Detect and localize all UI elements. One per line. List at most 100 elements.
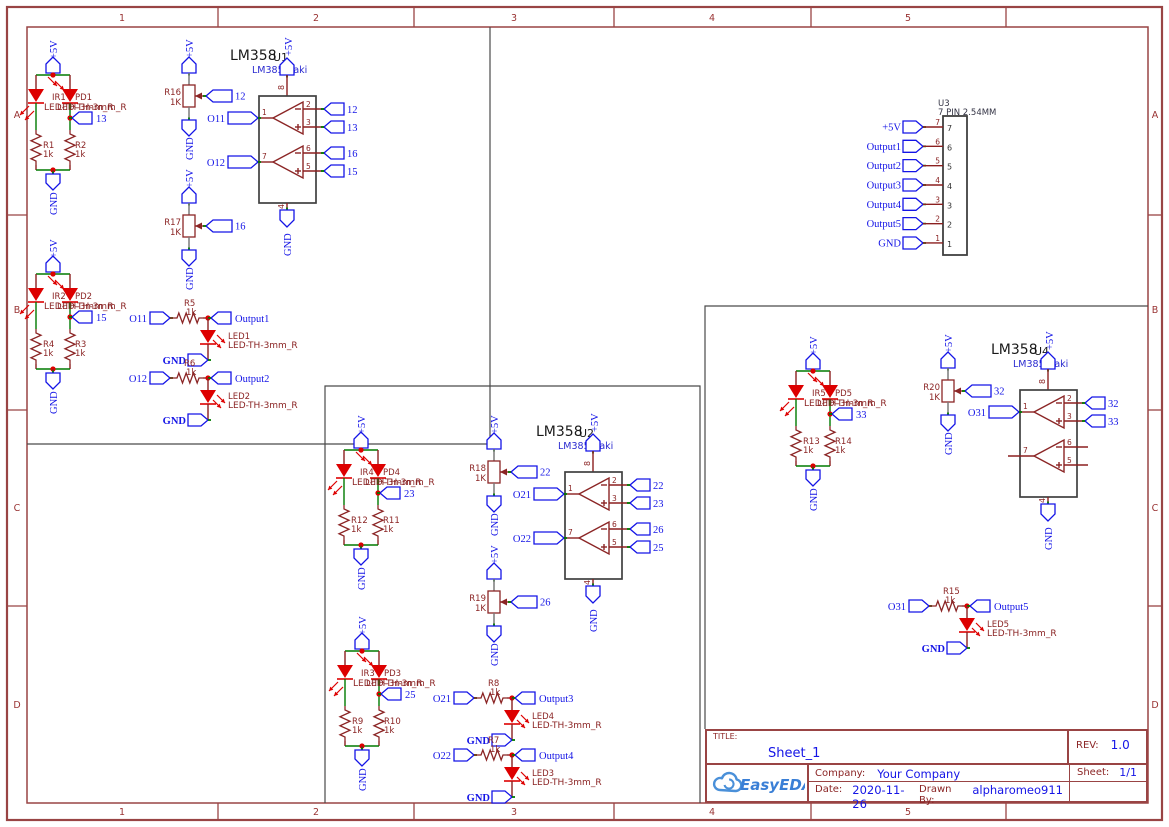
net-flag-O22[interactable] <box>533 531 565 545</box>
led-symbol[interactable] <box>504 767 520 780</box>
net-flag-O12[interactable] <box>227 155 259 169</box>
gnd-flag[interactable] <box>45 372 61 390</box>
gnd-flag[interactable] <box>354 749 370 767</box>
led-symbol[interactable] <box>200 330 216 343</box>
net-flag-25[interactable] <box>629 540 651 554</box>
net-flag-O31[interactable] <box>908 599 930 613</box>
resistor-zigzag[interactable] <box>477 748 507 762</box>
gnd-flag[interactable] <box>491 790 513 804</box>
sheet-title[interactable]: Sheet_1 <box>768 746 821 761</box>
net-flag-O11[interactable] <box>227 111 259 125</box>
pot-body[interactable] <box>487 590 501 614</box>
gnd-flag[interactable] <box>181 119 197 137</box>
ir-led-symbol[interactable] <box>28 288 44 301</box>
resistor-zigzag[interactable] <box>63 130 77 165</box>
gnd-flag[interactable] <box>353 548 369 566</box>
date-value[interactable]: 2020-11-26 <box>852 783 905 811</box>
net-flag-Output4[interactable] <box>514 748 536 762</box>
vcc-flag[interactable] <box>486 432 502 450</box>
net-flag-33[interactable] <box>1084 414 1106 428</box>
net-flag-Output5[interactable] <box>969 599 991 613</box>
net-flag-O22[interactable] <box>453 748 475 762</box>
net-flag-Output4[interactable] <box>902 197 924 211</box>
gnd-flag[interactable] <box>187 353 209 367</box>
vcc-flag[interactable] <box>181 56 197 74</box>
photodiode-symbol[interactable] <box>822 385 838 398</box>
opamp-triangle[interactable] <box>271 144 304 180</box>
resistor-zigzag[interactable] <box>372 706 386 741</box>
resistor-zigzag[interactable] <box>371 505 385 540</box>
rev-value[interactable]: 1.0 <box>1110 738 1130 752</box>
resistor-zigzag[interactable] <box>29 130 43 165</box>
ir-led-symbol[interactable] <box>336 464 352 477</box>
net-flag-Output5[interactable] <box>902 216 924 231</box>
gnd-flag[interactable] <box>279 209 295 228</box>
net-flag-GND[interactable] <box>902 236 924 250</box>
net-flag-23[interactable] <box>629 496 651 510</box>
pot-body[interactable] <box>182 84 196 108</box>
gnd-flag[interactable] <box>940 414 956 432</box>
pot-body[interactable] <box>487 460 501 484</box>
net-flag-Output3[interactable] <box>902 178 924 192</box>
resistor-zigzag[interactable] <box>29 329 43 364</box>
resistor-zigzag[interactable] <box>173 311 203 325</box>
net-flag-O31[interactable] <box>988 405 1020 419</box>
net-flag-32[interactable] <box>1084 396 1106 410</box>
company-value[interactable]: Your Company <box>877 767 961 781</box>
resistor-zigzag[interactable] <box>173 371 203 385</box>
net-flag-26[interactable] <box>629 522 651 536</box>
net-flag-32[interactable] <box>964 384 992 398</box>
photodiode-symbol[interactable] <box>371 665 387 678</box>
net-flag-23[interactable] <box>379 486 401 500</box>
ir-led-symbol[interactable] <box>337 665 353 678</box>
resistor-zigzag[interactable] <box>337 505 351 540</box>
opamp-triangle[interactable] <box>1032 394 1065 430</box>
net-flag-25[interactable] <box>380 687 402 701</box>
net-flag-Output1[interactable] <box>210 311 232 325</box>
photodiode-symbol[interactable] <box>370 464 386 477</box>
resistor-zigzag[interactable] <box>789 426 803 461</box>
net-flag-12[interactable] <box>205 89 233 103</box>
pot-body[interactable] <box>941 379 955 403</box>
resistor-zigzag[interactable] <box>477 691 507 705</box>
net-flag-15[interactable] <box>323 164 345 178</box>
net-flag-26[interactable] <box>510 595 538 609</box>
led-symbol[interactable] <box>959 618 975 631</box>
sheet-value[interactable]: 1/1 <box>1119 766 1137 779</box>
ir-led-symbol[interactable] <box>28 89 44 102</box>
net-flag-Output3[interactable] <box>514 691 536 705</box>
net-flag-16[interactable] <box>205 219 233 233</box>
vcc-flag[interactable] <box>940 351 956 369</box>
led-symbol[interactable] <box>504 710 520 723</box>
opamp-triangle[interactable] <box>1032 438 1065 474</box>
pot-body[interactable] <box>182 214 196 238</box>
net-flag-13[interactable] <box>71 111 93 125</box>
net-flag-22[interactable] <box>629 478 651 492</box>
net-flag-Output2[interactable] <box>210 371 232 385</box>
opamp-triangle[interactable] <box>271 100 304 136</box>
vcc-flag[interactable] <box>486 562 502 580</box>
gnd-flag[interactable] <box>187 413 209 427</box>
led-symbol[interactable] <box>200 390 216 403</box>
net-flag-22[interactable] <box>510 465 538 479</box>
net-flag-15[interactable] <box>71 310 93 324</box>
net-flag-12[interactable] <box>323 102 345 116</box>
resistor-zigzag[interactable] <box>932 599 962 613</box>
opamp-U2[interactable]: U2LM358LM385_zaki+5V8O211222233O22726625… <box>513 413 664 632</box>
opamp-U1[interactable]: U1LM358LM385_zaki+5V8O111122133O12716615… <box>207 37 358 256</box>
gnd-flag[interactable] <box>1040 503 1056 522</box>
